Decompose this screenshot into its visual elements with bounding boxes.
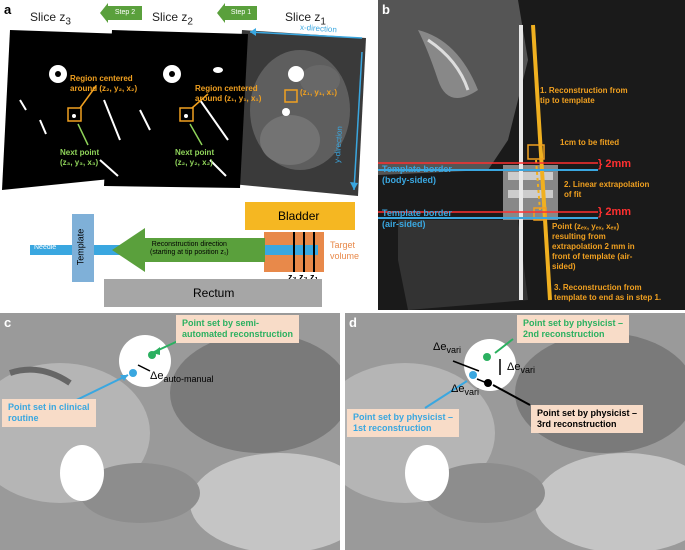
slice-z1-texture: [250, 50, 350, 170]
panel-c-image: [0, 313, 340, 550]
step2-arrow: Step 2: [100, 3, 142, 23]
fit-text: 1cm to be fitted: [560, 138, 620, 147]
clinical-label: Point set in clinical routine: [2, 399, 96, 427]
clinical-point: [129, 369, 137, 377]
target-volume-label: Target volume: [330, 240, 360, 261]
panel-a-label: a: [4, 2, 12, 17]
panel-b-image: [378, 0, 685, 310]
delta-vari-3: Δevari: [451, 383, 479, 398]
slice-title-z1: Slice z1: [285, 10, 326, 28]
panel-c-label: c: [4, 315, 12, 330]
z2-label: z₂: [299, 272, 308, 282]
slice-z1-roi: [284, 89, 298, 103]
template-label: Template: [75, 228, 86, 266]
slice-title-z2: Slice z2: [152, 10, 193, 28]
semi-auto-point: [148, 351, 156, 359]
mm-label-2: } 2mm: [598, 206, 632, 218]
y-direction-arrow: [353, 51, 363, 191]
next-point-z3: Next point (z₃, y₃, x₃): [60, 148, 100, 167]
z1-label: z₁: [310, 272, 319, 282]
slice-z2-image: [104, 30, 248, 188]
slice-stack: [2, 28, 366, 196]
region-text-z2: Region centered around (z₁, y₁, x₁): [195, 84, 262, 103]
slice-z1-bladder: [288, 66, 304, 82]
mm-label-1: } 2mm: [598, 158, 632, 170]
region-text-z3: Region centered around (z₂, y₂, x₂): [70, 74, 138, 93]
step3-text: 3. Reconstruction from template to end a…: [554, 283, 662, 302]
step1-text: 1. Reconstruction from tip to template: [540, 86, 628, 105]
slice-z2-roi: [179, 107, 194, 122]
phys3-label: Point set by physicist – 3rd reconstruct…: [531, 405, 644, 433]
panel-a: a Slice z3 Slice z2 Slice z1 Step 2 Step…: [0, 0, 376, 310]
border-body-text: Template border (body-sided): [382, 164, 452, 185]
slice-z3-image: [2, 30, 126, 190]
bladder-label: Bladder: [278, 209, 320, 223]
needle-cross-section: [464, 339, 516, 391]
template-box: [72, 214, 94, 282]
point-text: Point (zₑₓ, yₑₓ, xₑₓ) resulting from ext…: [552, 222, 635, 271]
panel-c: c Point set by semi- automated reconstru…: [0, 313, 340, 550]
phys2-label: Point set by physicist – 2nd reconstruct…: [517, 315, 630, 343]
delta-vari-1: Δevari: [433, 341, 461, 356]
panel-b: b 1. Reconstruction from tip to template…: [378, 0, 685, 310]
slice-z3-roi: [67, 107, 82, 122]
semi-auto-label: Point set by semi- automated reconstruct…: [176, 315, 300, 343]
panel-b-label: b: [382, 2, 390, 17]
slice-title-z3: Slice z3: [30, 10, 71, 28]
next-point-z2: Next point (z₂, y₂, x₂): [175, 148, 215, 167]
x-direction-arrow: [249, 31, 363, 39]
panel-d-label: d: [349, 315, 357, 330]
delta-auto-manual: Δeauto-manual: [150, 370, 214, 385]
extrapolation-text: 2. Linear extrapolation of fit: [564, 180, 650, 199]
rectum-box: [104, 279, 322, 307]
delta-vari-2: Δevari: [507, 361, 535, 376]
recon-direction-label: Reconstruction direction (starting at ti…: [150, 241, 229, 256]
phys1-label: Point set by physicist – 1st reconstruct…: [347, 409, 460, 437]
bladder-box: [245, 202, 355, 230]
phys3-point: [484, 379, 492, 387]
needle-label: Needle: [34, 244, 57, 251]
point-box: [533, 207, 547, 221]
panel-d: d Point set by physicist – 2nd reconstru…: [345, 313, 685, 550]
z3-label: z₃: [288, 272, 297, 282]
rectum-label: Rectum: [193, 286, 235, 300]
step1-arrow: Step 1: [217, 3, 257, 23]
border-air-text: Template border (air-sided): [382, 208, 452, 229]
phys1-point: [469, 371, 477, 379]
fit-box: [527, 144, 545, 160]
extrapolation-line: [535, 159, 541, 211]
region-text-z1: (z₁, y₁, x₁): [300, 88, 338, 97]
phys2-point: [483, 353, 491, 361]
